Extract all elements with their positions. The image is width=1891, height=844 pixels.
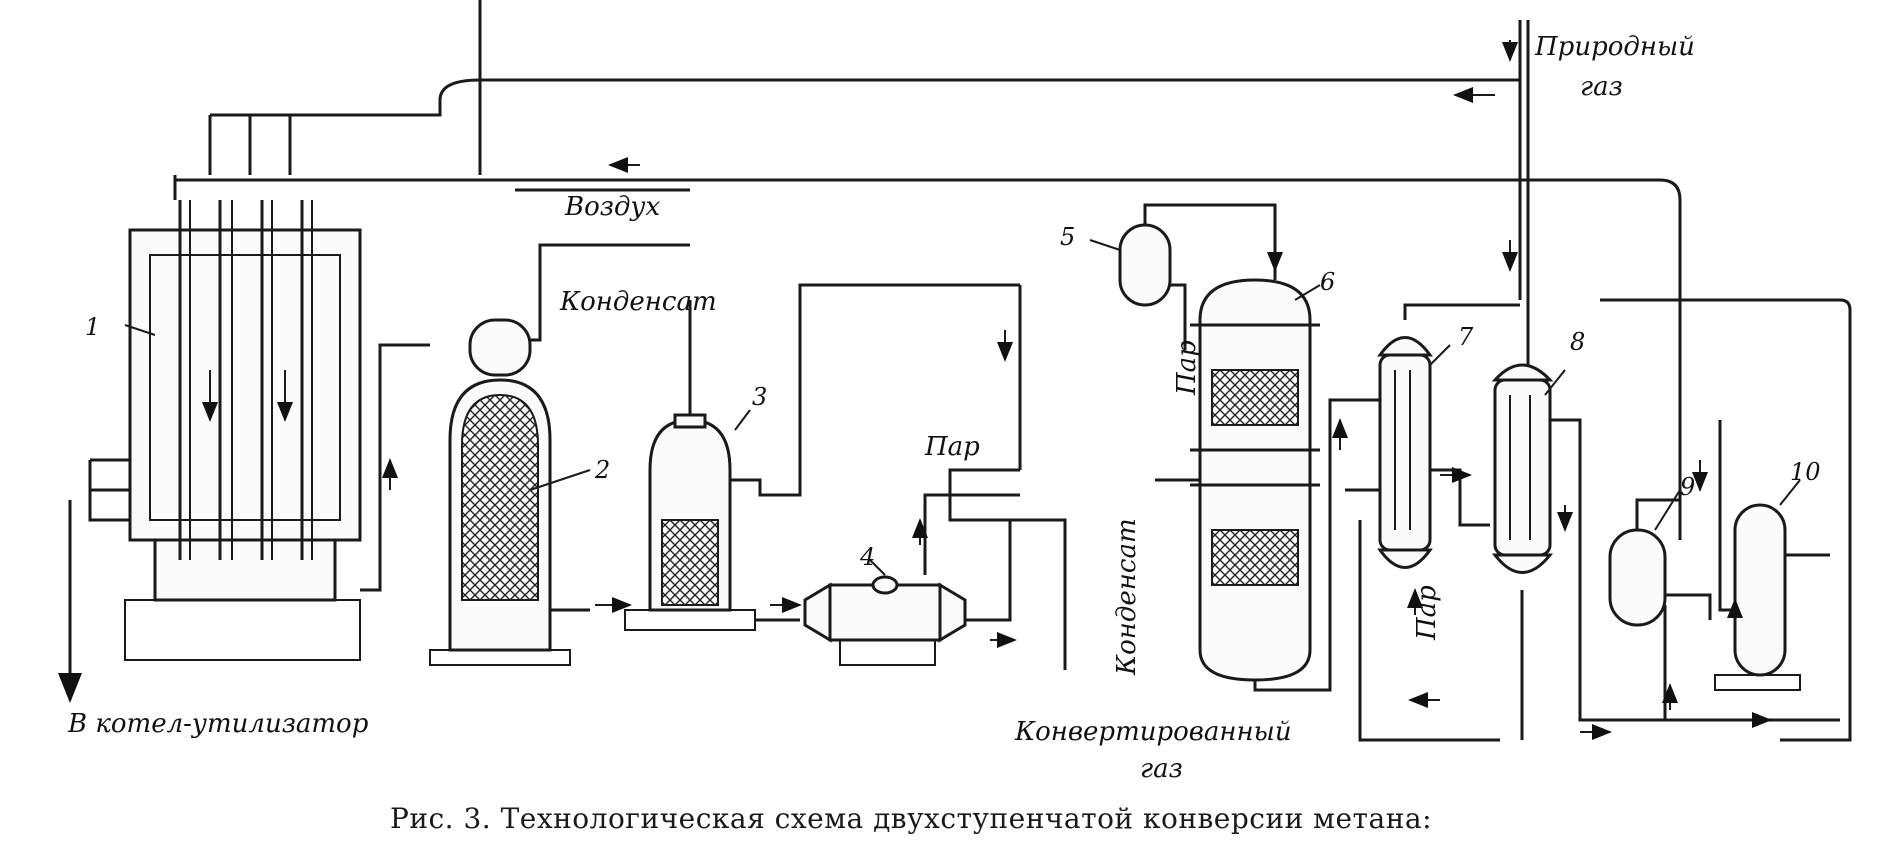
heat-exchanger-8 (1408, 298, 1852, 742)
equipment-number-3: 3 (752, 383, 767, 411)
heat-exchanger-7 (1332, 303, 1520, 742)
label-steam-b: Пар (1172, 340, 1202, 396)
label-air: Воздух (564, 192, 661, 222)
figure-caption: Рис. 3. Технологическая схема двухступен… (390, 802, 1432, 835)
label-condensate-top: Конденсат (559, 287, 717, 317)
shaft-converter-2 (429, 243, 690, 666)
label-steam-a: Пар (924, 432, 980, 462)
equipment-number-5: 5 (1060, 223, 1075, 251)
label-steam-c: Пар (1412, 585, 1442, 641)
air-header (173, 157, 1682, 540)
label-condensate-vertical: Конденсат (1112, 518, 1142, 676)
converter-3 (624, 283, 1020, 631)
separator-5 (1089, 203, 1283, 350)
equipment-number-7: 7 (1458, 323, 1474, 351)
label-natural-gas-line2: газ (1580, 72, 1623, 102)
equipment-number-9: 9 (1680, 473, 1695, 501)
co-converter-6 (1155, 278, 1385, 692)
equipment-number-10: 10 (1790, 458, 1821, 486)
separator-9 (1608, 489, 1712, 720)
label-converted-gas-line2: газ (1140, 754, 1183, 784)
equipment-number-1: 1 (85, 313, 100, 341)
label-to-boiler: В котел-утилизатор (67, 709, 369, 739)
equipment-number-6: 6 (1320, 268, 1335, 296)
equipment-number-8: 8 (1570, 328, 1585, 356)
label-natural-gas-line1: Природный (1534, 32, 1695, 62)
tubular-furnace-1 (58, 200, 430, 703)
equipment-number-4: 4 (859, 543, 875, 571)
label-converted-gas-line1: Конвертированный (1014, 717, 1292, 747)
humidifier-4 (803, 285, 1067, 670)
equipment-number-2: 2 (594, 456, 610, 484)
separator-10 (1692, 420, 1830, 728)
